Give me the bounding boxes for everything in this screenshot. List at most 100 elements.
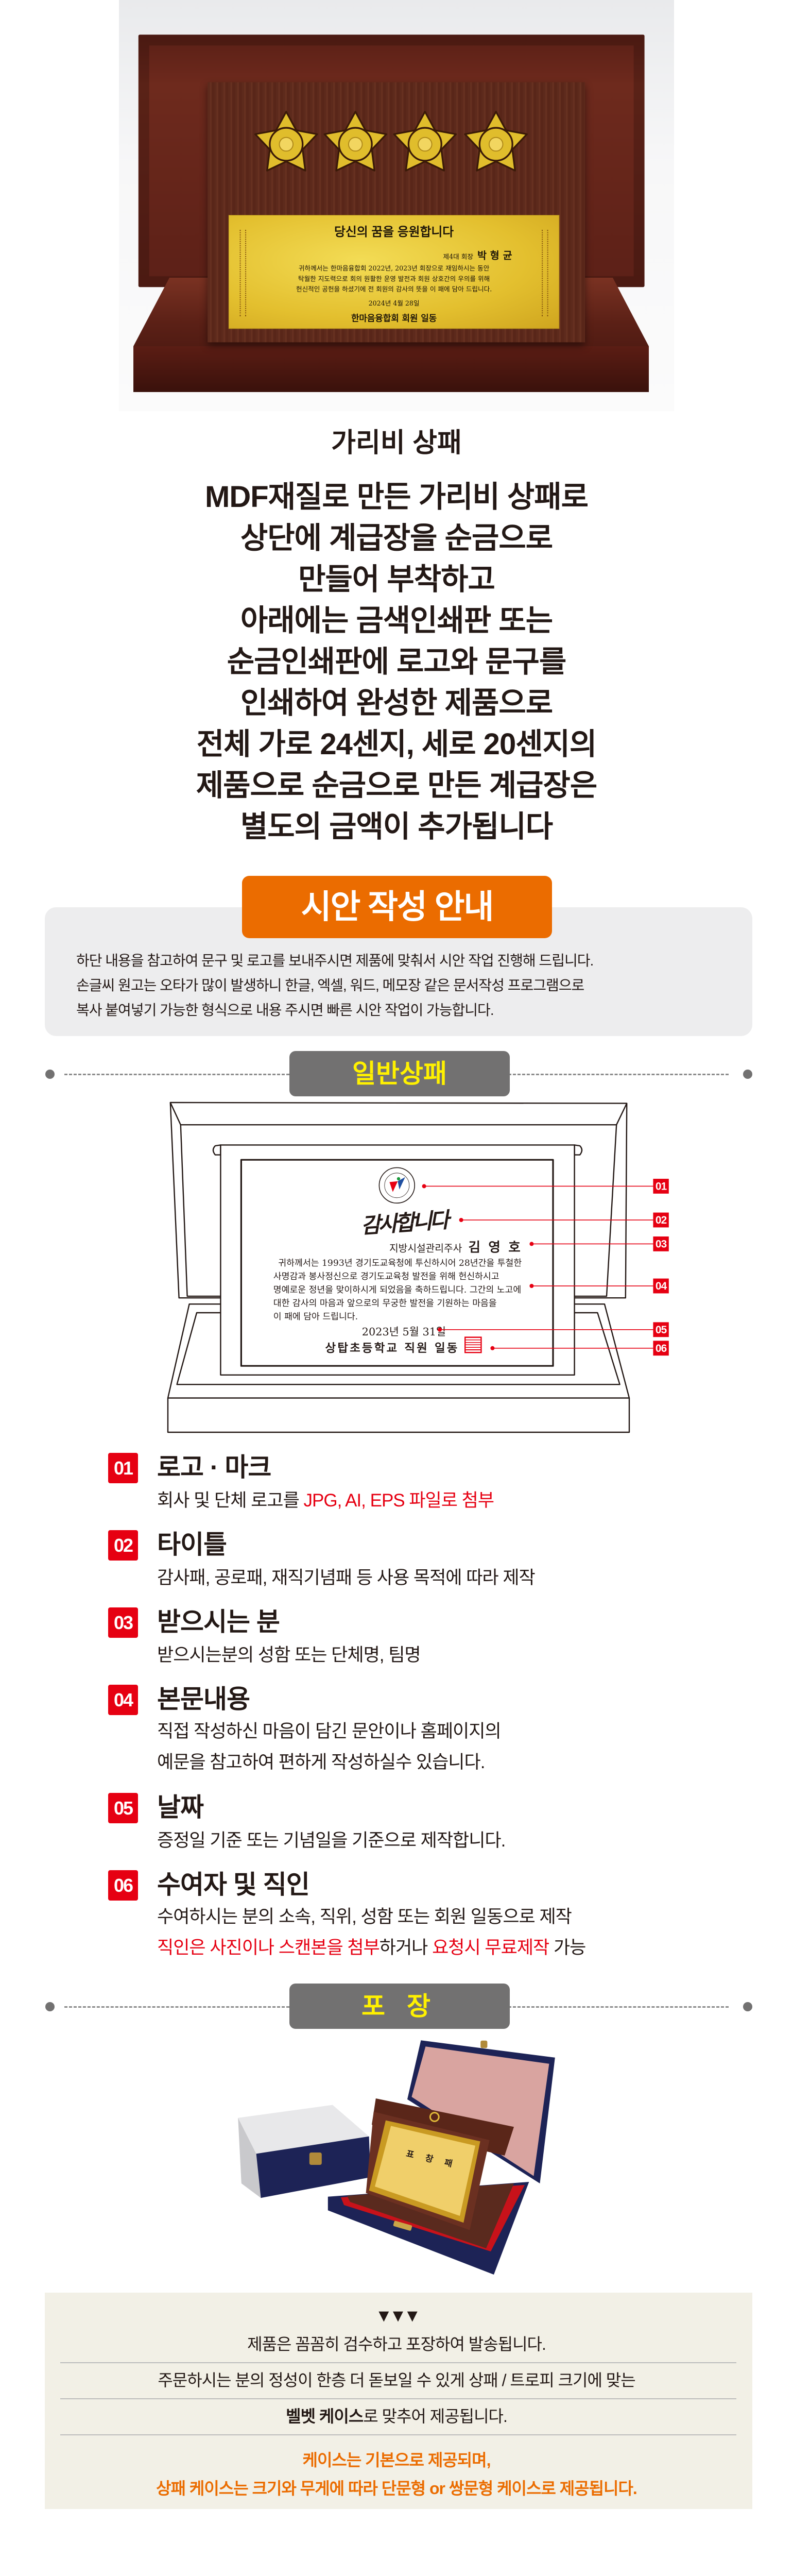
gold-plate: 당신의 꿈을 응원합니다 제4대 회장 박 형 균 귀하께서는 한마음융합회 2… (228, 215, 560, 329)
plate-body-line: 헌신적인 공헌을 하셨기에 전 회원의 감사의 뜻을 이 패에 담아 드립니다. (296, 285, 492, 294)
education-office-logo (378, 1167, 415, 1204)
calligraphy-title: 감사합니다 (360, 1207, 448, 1239)
packaging-notice-box (45, 2293, 752, 2509)
rank-insignia-flower-icon (252, 110, 320, 179)
body-line: 이 패에 담아 드립니다. (273, 1311, 358, 1322)
item-desc: 예문을 참고하여 편하게 작성하실수 있습니다. (157, 1752, 485, 1772)
item-number-badge: 01 (108, 1453, 138, 1483)
body-line: 대한 감사의 마음과 앞으로의 무궁한 발전을 기원하는 마음을 (273, 1298, 497, 1309)
callout-label-04: 04 (653, 1278, 669, 1294)
plate-body: 귀하께서는 한마음융합회 2022년, 2023년 회장으로 재임하시는 동안 … (229, 263, 559, 295)
date-text: 2023년 5월 31일 (361, 1326, 446, 1338)
callout-line (424, 1185, 653, 1187)
plate-signature: 한마음융합회 회원 일동 (351, 313, 437, 324)
callout-line (531, 1285, 653, 1286)
desc-segment-highlight: JPG, AI, EPS 파일로 첨부 (303, 1490, 495, 1511)
rank-insignia-flower-icon (462, 110, 530, 179)
callout-line (492, 1348, 653, 1349)
item-title: 타이틀 (157, 1530, 227, 1559)
item-desc: 회사 및 단체 로고를 JPG, AI, EPS 파일로 첨부 (157, 1490, 494, 1512)
body-text: 귀하께서는 1993년 경기도교육청에 투신하시어 28년간을 투철한 사명감과… (273, 1257, 522, 1324)
velvet-case-illustration (238, 2040, 555, 2275)
product-title: 가리비 상패 (331, 428, 462, 458)
plate-recipient: 제4대 회장 박 형 균 (229, 248, 559, 262)
official-seal-icon (464, 1336, 482, 1353)
item-title: 수여자 및 직인 (157, 1870, 310, 1899)
item-number-badge: 04 (108, 1685, 138, 1715)
packaging-photo: 표 창 패 (159, 1939, 634, 2295)
callout-line (440, 1329, 653, 1330)
ornament-right (542, 229, 548, 316)
callout-line (461, 1219, 653, 1221)
divider (60, 2434, 736, 2435)
guide-line: 하단 내용을 참고하여 문구 및 로고를 보내주시면 제품에 맞춰서 시안 작업… (76, 953, 594, 969)
callout-label-01: 01 (653, 1179, 669, 1194)
callout-line (531, 1243, 653, 1245)
giver-text: 상탑초등학교 직원 일동 (325, 1341, 459, 1355)
item-desc: 받으시는분의 성함 또는 단체명, 팀명 (157, 1645, 421, 1665)
item-desc: 수여하시는 분의 소속, 직위, 성함 또는 회원 일동으로 제작 (157, 1907, 572, 1927)
case-note: 상패 케이스는 크기와 무게에 따라 단문형 or 쌍문형 케이스로 제공됩니다… (156, 2479, 637, 2498)
item-desc: 직접 작성하신 마음이 담긴 문안이나 홈페이지의 (157, 1721, 502, 1741)
notice-text: 로 맞추어 제공됩니다. (363, 2407, 508, 2426)
product-photo: 당신의 꿈을 응원합니다 제4대 회장 박 형 균 귀하께서는 한마음융합회 2… (119, 0, 674, 411)
guide-line: 손글씨 원고는 오타가 많이 발생하니 한글, 엑셀, 워드, 메모장 같은 문… (76, 977, 584, 993)
item-title: 받으시는 분 (157, 1607, 280, 1636)
description-line: 별도의 금액이 추가됩니다 (240, 810, 553, 843)
divider-dot (45, 1070, 55, 1079)
guide-line: 복사 붙여넣기 가능한 형식으로 내용 주시면 빠른 시안 작업이 가능합니다. (76, 1002, 494, 1018)
description-line: 전체 가로 24센지, 세로 20센지의 (196, 727, 597, 761)
section-badge: 일반상패 (289, 1051, 510, 1096)
plate-name: 박 형 균 (477, 249, 512, 262)
product-description: MDF재질로 만든 가리비 상패로 상단에 계급장을 순금으로 만들어 부착하고… (0, 477, 793, 848)
desc-segment: 하거나 (379, 1938, 433, 1958)
notice-line: 벨벳 케이스로 맞추어 제공됩니다. (0, 2406, 793, 2427)
body-line: 사명감과 봉사정신으로 경기도교육청 발전을 위해 헌신하시고 (273, 1271, 499, 1282)
section-badge: 포 장 (289, 1984, 510, 2029)
divider-dot (45, 2002, 55, 2011)
desc-segment: 가능 (549, 1938, 586, 1958)
item-title: 로고 · 마크 (157, 1453, 271, 1482)
recipient-name: 김 영 호 (468, 1239, 522, 1255)
item-desc: 증정일 기준 또는 기념일을 기준으로 제작합니다. (157, 1831, 506, 1851)
case-note: 케이스는 기본으로 제공되며, (302, 2451, 491, 2469)
ornament-left (239, 229, 247, 316)
recipient-title: 지방시설관리주사 (389, 1243, 462, 1255)
divider (60, 2398, 736, 2399)
callout-label-06: 06 (653, 1341, 669, 1356)
plate-date: 2024년 4월 28일 (368, 299, 420, 308)
callout-label-02: 02 (653, 1212, 669, 1228)
notice-line: 주문하시는 분의 정성이 한층 더 돋보일 수 있게 상패 / 트로피 크기에 … (158, 2371, 635, 2389)
section-header-general: 일반상패 (0, 1051, 793, 1097)
item-number-badge: 05 (108, 1793, 138, 1823)
plaque-layout-diagram: 감사합니다 지방시설관리주사 김 영 호 귀하께서는 1993년 경기도교육청에… (79, 1082, 714, 1445)
description-line: 제품으로 순금으로 만든 계급장은 (196, 769, 597, 802)
description-line: 만들어 부착하고 (298, 563, 495, 596)
body-line: 명예로운 정년을 맞이하시게 되었음을 축하드립니다. 그간의 노고에 (273, 1284, 522, 1295)
item-title: 본문내용 (157, 1685, 250, 1714)
divider-dot (743, 2002, 752, 2011)
divider-dot (743, 1070, 752, 1079)
description-line: 아래에는 금색인쇄판 또는 (240, 604, 553, 637)
plate-rank: 제4대 회장 (443, 253, 473, 261)
callout-label-05: 05 (653, 1322, 669, 1337)
logo-emblem-icon (384, 1173, 410, 1198)
recipient-line: 지방시설관리주사 김 영 호 (389, 1237, 522, 1256)
description-line: 상단에 계급장을 순금으로 (240, 521, 553, 555)
item-desc: 감사패, 공로패, 재직기념패 등 사용 목적에 따라 제작 (157, 1568, 536, 1588)
item-number-badge: 03 (108, 1607, 138, 1638)
body-line: 귀하께서는 1993년 경기도교육청에 투신하시어 28년간을 투철한 (278, 1258, 522, 1268)
desc-segment: 회사 및 단체 로고를 (157, 1490, 304, 1511)
divider (60, 2362, 736, 2363)
closed-case (238, 2105, 371, 2198)
description-line: 순금인쇄판에 로고와 문구를 (227, 645, 567, 679)
rank-insignia-flower-icon (391, 110, 459, 179)
notice-line: 제품은 꼼꼼히 검수하고 포장하여 발송됩니다. (247, 2335, 546, 2353)
description-line: 인쇄하여 완성한 제품으로 (240, 686, 553, 720)
velvet-case-emphasis: 벨벳 케이스 (286, 2407, 364, 2426)
rank-insignia-flower-icon (321, 110, 390, 179)
desc-segment-highlight: 요청시 무료제작 (432, 1938, 549, 1958)
desc-segment-highlight: 직인은 사진이나 스캔본을 첨부 (157, 1938, 380, 1958)
plaque-base-front (133, 346, 649, 392)
description-line: MDF재질로 만든 가리비 상패로 (205, 480, 589, 514)
